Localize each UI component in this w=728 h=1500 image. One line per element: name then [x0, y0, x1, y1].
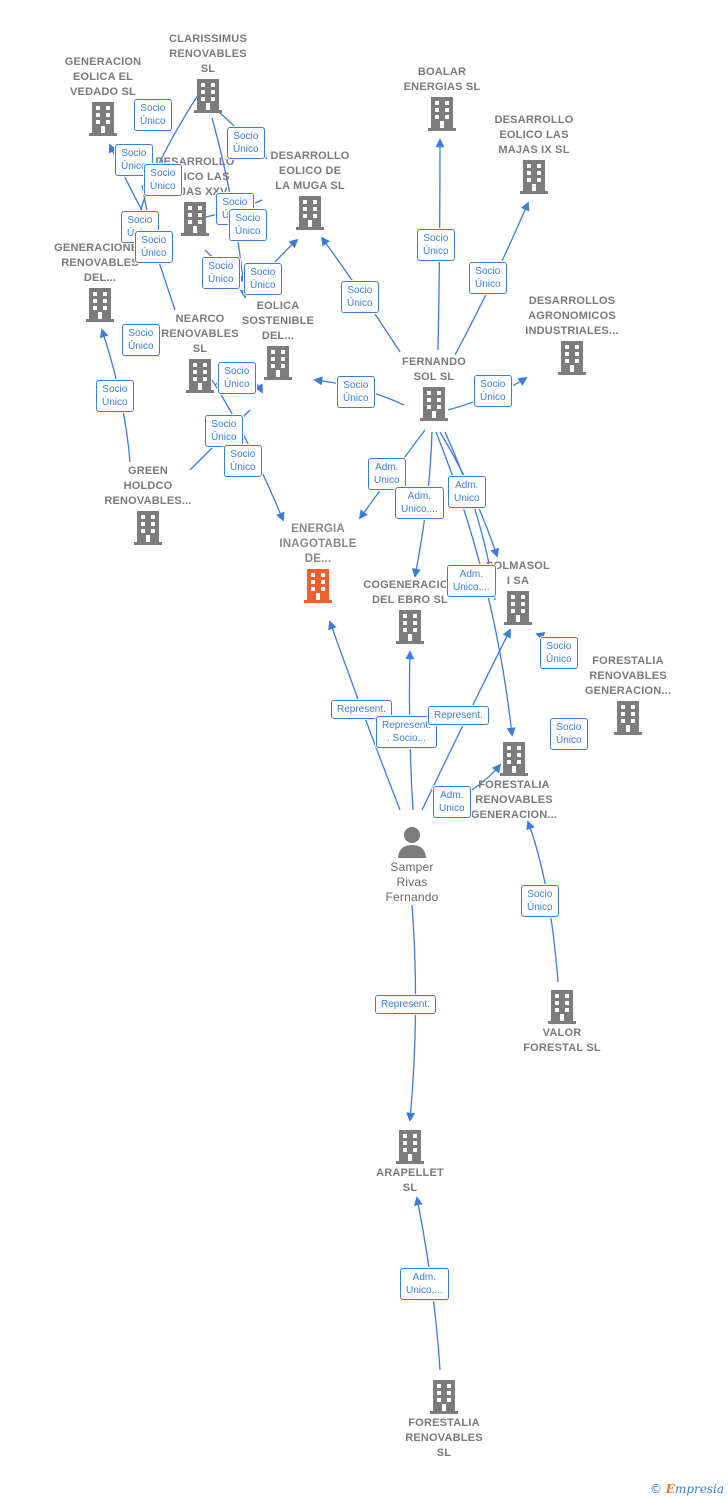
company-label: GENERACION EOLICA EL VEDADO SL: [64, 56, 142, 98]
building-icon: [396, 610, 424, 644]
company-label: FORESTALIA RENOVABLES GENERACION...: [584, 655, 672, 697]
relation-badge[interactable]: Adm. Unico,...: [447, 565, 496, 597]
company-label: DESARROLLO EOLICO DE LA MUGA SL: [270, 150, 350, 192]
relation-badge[interactable]: Socio Único: [540, 637, 578, 669]
building-icon: [614, 701, 642, 735]
person-icon: [398, 827, 426, 858]
relation-badge[interactable]: Socio Único: [205, 415, 243, 447]
building-icon: [296, 196, 324, 230]
relation-badge[interactable]: Socio Único: [474, 375, 512, 407]
company-node-forestalia-renovables[interactable]: FORESTALIA RENOVABLES SL: [384, 1378, 504, 1461]
company-node-boalar[interactable]: BOALAR ENERGIAS SL: [382, 65, 502, 133]
company-node-nearco-renovables[interactable]: NEARCO RENOVABLES SL: [140, 312, 260, 395]
building-icon: [396, 1130, 424, 1164]
company-node-cogeneracion-ebro[interactable]: COGENERACION DEL EBRO SL: [350, 578, 470, 646]
company-node-desarrollos-agronomicos[interactable]: DESARROLLOS AGRONOMICOS INDUSTRIALES...: [512, 294, 632, 377]
building-icon: [420, 387, 448, 421]
relation-badge[interactable]: Represent.: [428, 706, 489, 725]
company-node-desarrollo-eolico-muga[interactable]: DESARROLLO EOLICO DE LA MUGA SL: [250, 149, 370, 232]
relation-badge[interactable]: Adm. Unico: [368, 458, 406, 490]
main-company-label: ENERGIA INAGOTABLE DE...: [279, 523, 357, 565]
company-label: VALOR FORESTAL SL: [523, 1027, 601, 1054]
company-node-valor-forestal[interactable]: VALOR FORESTAL SL: [502, 988, 622, 1056]
company-node-clarissimus[interactable]: CLARISSIMUS RENOVABLES SL: [148, 32, 268, 115]
brand-logo[interactable]: Empresia: [666, 1482, 724, 1496]
company-node-forestalia-generacion-1[interactable]: FORESTALIA RENOVABLES GENERACION...: [568, 654, 688, 737]
relation-badge[interactable]: Represent. . Socio...: [376, 716, 437, 748]
relation-badge[interactable]: Socio Único: [337, 376, 375, 408]
building-icon: [264, 346, 292, 380]
company-node-green-holdco[interactable]: GREEN HOLDCO RENOVABLES...: [88, 464, 208, 547]
relation-badge[interactable]: Socio Único: [115, 144, 153, 176]
building-icon: [86, 288, 114, 322]
relation-badge[interactable]: Socio Único: [521, 885, 559, 917]
company-label: GREEN HOLDCO RENOVABLES...: [104, 465, 192, 507]
relation-badge[interactable]: Socio Único: [122, 324, 160, 356]
company-node-desarrollo-eolico-majas-ix[interactable]: DESARROLLO EOLICO LAS MAJAS IX SL: [474, 113, 594, 196]
relation-badge[interactable]: Adm. Unico: [433, 786, 471, 818]
relation-badge[interactable]: Socio Único: [227, 127, 265, 159]
company-label: SOLMASOL I SA: [486, 560, 550, 587]
relation-badge[interactable]: Socio Único: [224, 445, 262, 477]
relation-badge[interactable]: Socio Único: [135, 231, 173, 263]
building-icon: [186, 359, 214, 393]
building-icon: [134, 511, 162, 545]
building-icon: [89, 102, 117, 136]
company-label: DESARROLLOS AGRONOMICOS INDUSTRIALES...: [525, 295, 619, 337]
company-node-energia-inagotable[interactable]: ENERGIA INAGOTABLE DE...: [258, 522, 378, 605]
person-label: Samper Rivas Fernando: [385, 860, 439, 904]
building-icon: [504, 591, 532, 625]
relation-badge[interactable]: Adm. Unico,...: [400, 1268, 449, 1300]
relation-badge[interactable]: Represent.: [375, 995, 436, 1014]
relation-badge[interactable]: Represent.: [331, 700, 392, 719]
company-node-solmasol[interactable]: SOLMASOL I SA: [458, 559, 578, 627]
building-icon: [548, 990, 576, 1024]
company-node-fernando-sol[interactable]: FERNANDO SOL SL: [374, 355, 494, 423]
company-node-forestalia-generacion-2[interactable]: FORESTALIA RENOVABLES GENERACION...: [454, 740, 574, 823]
relation-badge[interactable]: Socio Único: [244, 263, 282, 295]
relation-badge[interactable]: Adm. Unico,...: [395, 487, 444, 519]
company-node-eolica-sostenible[interactable]: EOLICA SOSTENIBLE DEL...: [218, 299, 338, 382]
company-label: DESARROLLO EOLICO LAS MAJAS IX SL: [494, 114, 574, 156]
relation-badge[interactable]: Socio Único: [341, 281, 379, 313]
company-label: FORESTALIA RENOVABLES SL: [405, 1417, 483, 1459]
company-label: CLARISSIMUS RENOVABLES SL: [169, 33, 247, 75]
person-node-samper-rivas[interactable]: Samper Rivas Fernando: [352, 824, 472, 905]
company-node-generacion-eolica-vedado[interactable]: GENERACION EOLICA EL VEDADO SL: [43, 55, 163, 138]
relation-badge[interactable]: Socio Único: [96, 380, 134, 412]
building-icon: [558, 341, 586, 375]
building-icon: [181, 202, 209, 236]
brand-footer: © Empresia: [650, 1482, 724, 1496]
building-icon: [500, 742, 528, 776]
building-icon: [194, 79, 222, 113]
relation-badge[interactable]: Adm. Unico: [448, 476, 486, 508]
relation-badge[interactable]: Socio Único: [550, 718, 588, 750]
building-icon: [520, 160, 548, 194]
company-node-arapellet[interactable]: ARAPELLET SL: [350, 1128, 470, 1196]
company-label: ARAPELLET SL: [376, 1167, 444, 1194]
brand-initial: E: [665, 1482, 675, 1496]
relation-badge[interactable]: Socio Único: [218, 362, 256, 394]
building-icon: [304, 569, 332, 603]
company-label: FORESTALIA RENOVABLES GENERACION...: [470, 779, 558, 821]
relation-badge[interactable]: Socio Único: [202, 257, 240, 289]
relation-badge[interactable]: Socio Único: [469, 262, 507, 294]
building-icon: [430, 1380, 458, 1414]
company-label: FERNANDO SOL SL: [402, 356, 466, 383]
company-label: NEARCO RENOVABLES SL: [161, 313, 239, 355]
company-label: GENERACIONES RENOVABLES DEL...: [54, 242, 146, 284]
relation-badge[interactable]: Socio Único: [134, 99, 172, 131]
relation-badge[interactable]: Socio Único: [229, 209, 267, 241]
relation-badge[interactable]: Socio Único: [144, 164, 182, 196]
company-label: BOALAR ENERGIAS SL: [403, 66, 481, 93]
relation-badge[interactable]: Socio Único: [417, 229, 455, 261]
company-label: COGENERACION DEL EBRO SL: [363, 579, 457, 606]
brand-name: mpresia: [674, 1482, 724, 1496]
copyright-icon: ©: [649, 1482, 662, 1496]
company-node-generaciones-renovables[interactable]: GENERACIONES RENOVABLES DEL...: [40, 241, 160, 324]
building-icon: [428, 97, 456, 131]
company-label: EOLICA SOSTENIBLE DEL...: [241, 300, 315, 342]
